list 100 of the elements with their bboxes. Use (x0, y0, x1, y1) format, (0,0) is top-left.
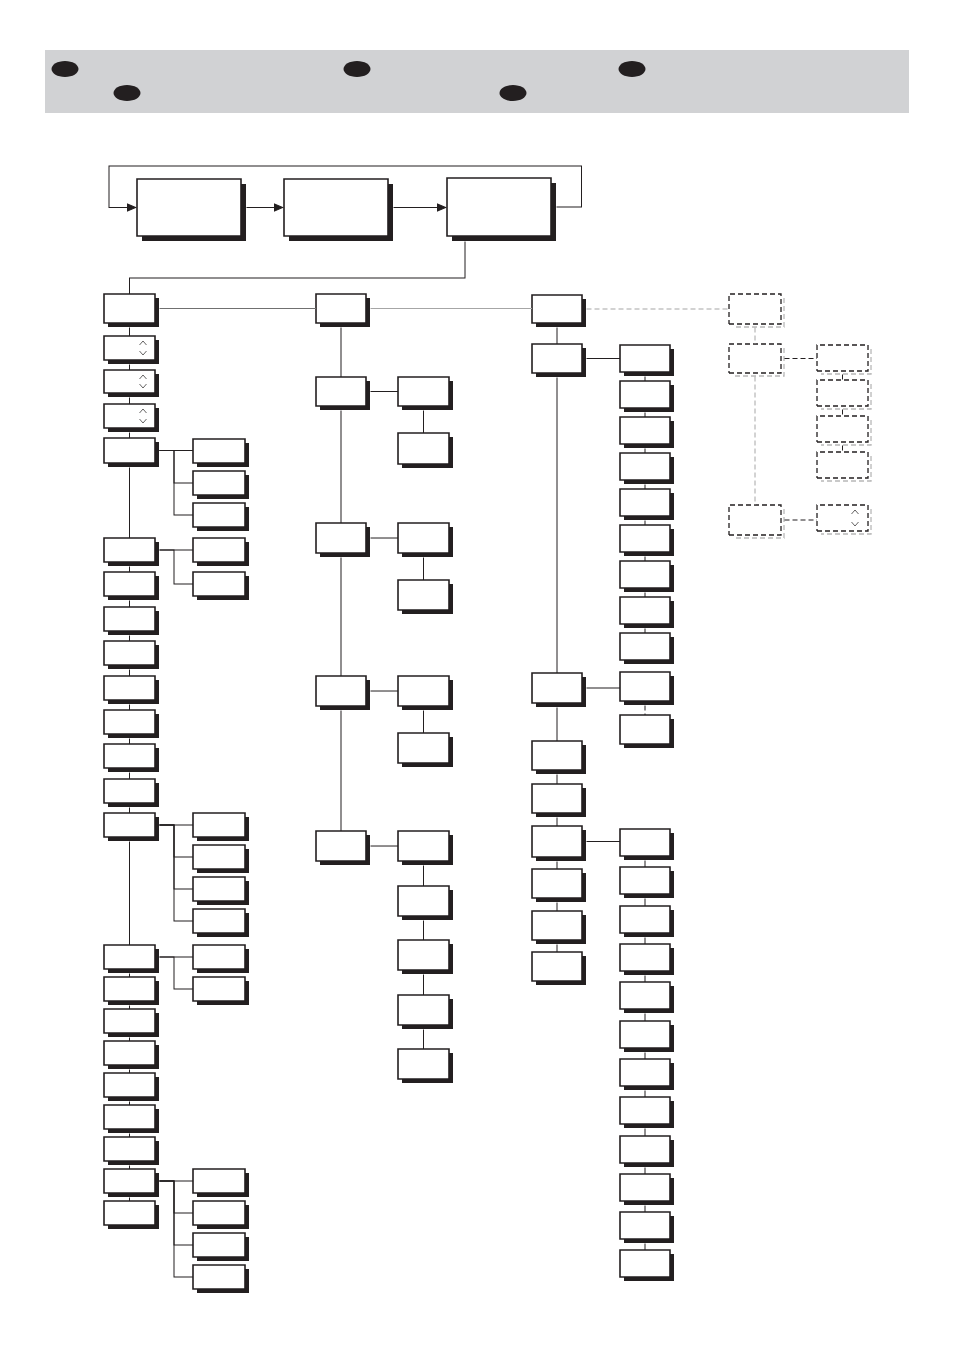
dashed-line (586, 308, 730, 310)
menu-box (103, 1072, 159, 1101)
dashed-line (754, 376, 756, 506)
menu-box (192, 908, 249, 937)
menu-box (619, 380, 674, 412)
menu-box (619, 416, 674, 448)
menu-box (136, 178, 246, 241)
menu-box (397, 830, 453, 865)
connector-line (423, 865, 424, 887)
connector-line (644, 898, 646, 907)
menu-box (531, 740, 586, 774)
connector-line (129, 467, 130, 539)
dashed-box (728, 343, 785, 377)
connector-line (129, 327, 130, 337)
connector-line (370, 391, 399, 392)
menu-box (103, 437, 159, 467)
menu-box (397, 432, 453, 468)
dashed-box (728, 293, 785, 328)
connector-line (129, 1165, 130, 1170)
connector-line (556, 377, 558, 674)
connector-line (644, 520, 646, 526)
connector-line (644, 975, 646, 983)
connector-line (129, 738, 130, 745)
connector-line (159, 308, 317, 309)
menu-box (619, 452, 674, 484)
menu-box (619, 866, 674, 898)
menu-box (531, 825, 586, 861)
connector-line (586, 358, 621, 359)
menu-box (192, 470, 249, 499)
menu-box (192, 537, 249, 566)
menu-box (619, 1173, 674, 1205)
dashed-line (644, 705, 646, 716)
connector-line (129, 1005, 130, 1010)
menu-box (619, 1135, 674, 1167)
menu-box (619, 943, 674, 975)
dashed-line (842, 445, 843, 453)
menu-box (446, 177, 556, 241)
connector-line (370, 537, 399, 539)
connector-line (423, 710, 424, 734)
connector-line (556, 327, 558, 345)
menu-box (103, 812, 159, 841)
menu-box (192, 571, 249, 600)
connector-line (556, 774, 558, 785)
connector-line (370, 308, 533, 309)
menu-box (103, 709, 159, 738)
menu-box (103, 675, 159, 704)
connector-line (340, 710, 342, 832)
dashed-box (816, 415, 872, 446)
dashed-box (728, 504, 785, 539)
connector-line (644, 448, 646, 454)
menu-box (397, 522, 453, 557)
connector-line (586, 687, 621, 689)
connector-line (423, 557, 424, 581)
connector-line (129, 1101, 130, 1106)
menu-box (192, 876, 249, 905)
connector-line (644, 1243, 646, 1251)
menu-box (103, 976, 159, 1005)
menu-box (619, 1249, 674, 1281)
menu-box (619, 671, 674, 705)
menu-box (103, 537, 159, 566)
menu-box (103, 778, 159, 807)
connector-line (340, 410, 342, 524)
connector-line (423, 920, 424, 941)
connector-line (423, 410, 424, 434)
menu-box (619, 828, 674, 860)
menu-box (315, 293, 370, 327)
connector-line (159, 956, 194, 990)
connector-line (129, 432, 130, 439)
menu-box (619, 1096, 674, 1128)
connector-line (556, 902, 558, 912)
connector-line (644, 1090, 646, 1098)
connector-line (159, 1180, 194, 1278)
connector-line (340, 557, 342, 677)
menu-box (103, 1040, 159, 1069)
menu-box (103, 1136, 159, 1165)
menu-box (531, 672, 586, 707)
connector-line (644, 1013, 646, 1022)
menu-box (192, 976, 249, 1005)
menu-box (103, 1168, 159, 1197)
connector-line (423, 974, 424, 996)
connector-line (129, 704, 130, 711)
dashed-line (754, 327, 756, 345)
menu-box (103, 571, 159, 600)
connector-line (129, 1133, 130, 1138)
dashed-box (816, 451, 872, 482)
connector-line (129, 600, 130, 608)
connector-line (129, 807, 130, 814)
arrow (246, 203, 284, 212)
connector-line (556, 707, 558, 742)
connector-line (644, 484, 646, 490)
menu-box (103, 743, 159, 772)
menu-box (619, 344, 674, 376)
menu-box (192, 1264, 249, 1293)
dashed-box (816, 344, 872, 375)
menu-box (397, 579, 453, 614)
menu-box (192, 1200, 249, 1229)
menu-box (103, 640, 159, 669)
menu-box (397, 994, 453, 1029)
menu-box (397, 732, 453, 767)
connector-line (644, 376, 646, 382)
